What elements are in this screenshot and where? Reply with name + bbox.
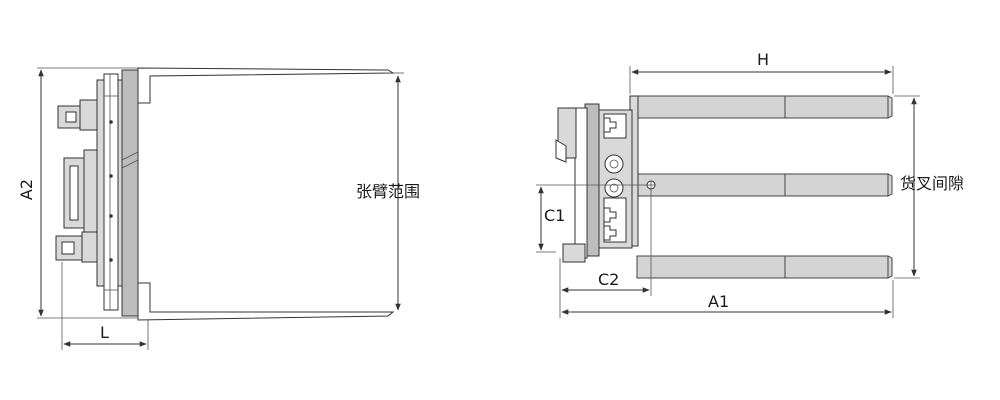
top-fork [636,95,893,119]
dim-h-label: H [757,50,770,69]
dim-c1-label: C1 [544,206,566,225]
roller-lower [604,178,624,198]
arm-span-label: 张臂范围 [356,182,421,201]
dim-c2-label: C2 [598,270,620,289]
dim-a2-label: A2 [17,178,37,201]
roller-upper [604,154,624,174]
left-view-drawing [37,67,404,350]
dim-a1-label: A1 [708,292,730,311]
dim-l-label: L [100,323,109,342]
upper-clamp-arm [137,67,395,104]
bottom-fork [636,255,893,279]
lower-clamp-arm [137,282,395,321]
middle-fork [636,173,893,197]
rear-frame-plate [121,69,139,317]
right-view-drawing [536,66,920,318]
fork-gap-label: 货叉间隙 [900,174,965,193]
inner-frame-plate [103,73,119,311]
